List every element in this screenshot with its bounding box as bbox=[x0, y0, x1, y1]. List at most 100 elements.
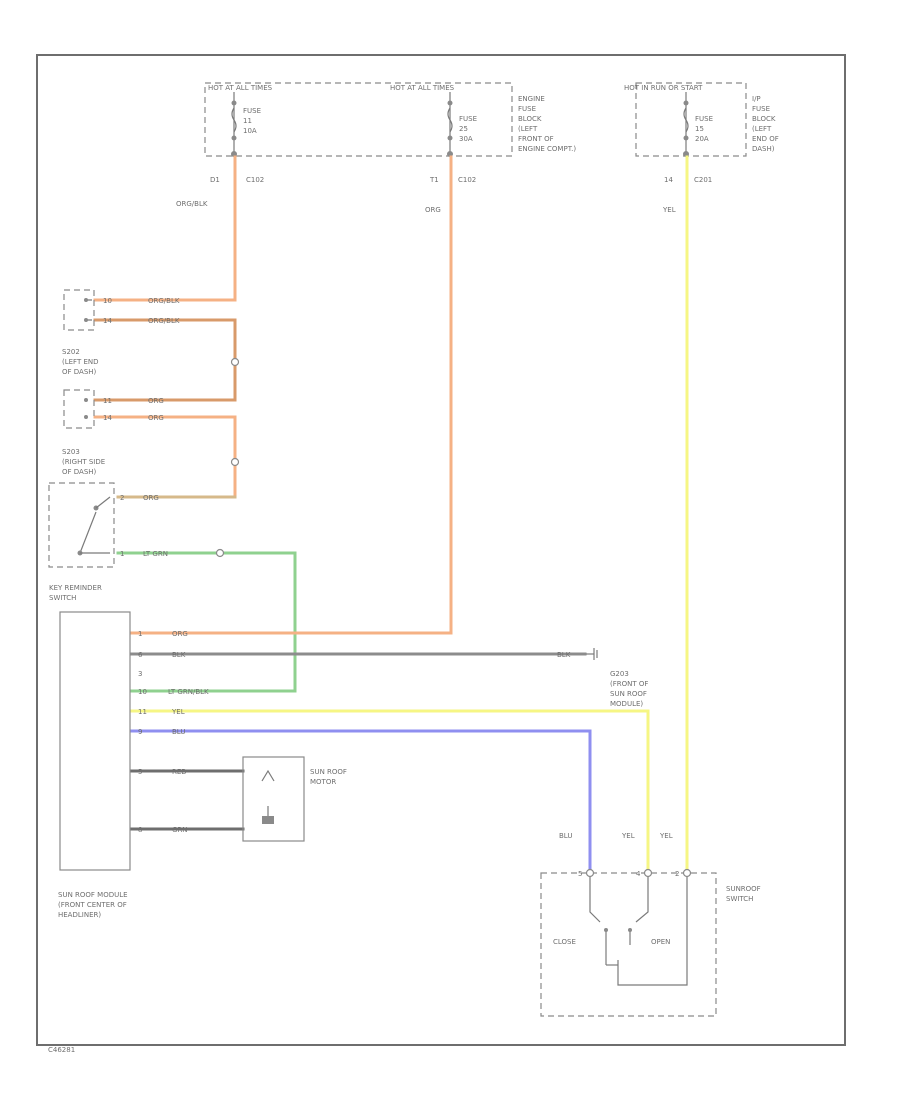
svg-text:SUNROOF: SUNROOF bbox=[726, 885, 761, 893]
svg-text:(LEFT: (LEFT bbox=[752, 125, 772, 133]
module-pin: 3 bbox=[138, 670, 142, 678]
module-wire: GRN bbox=[172, 826, 188, 834]
svg-text:SWITCH: SWITCH bbox=[49, 594, 76, 602]
module-wire-labels: ORG BLK LT GRN/BLK YEL BLU RED GRN bbox=[168, 630, 209, 834]
module-wire: LT GRN/BLK bbox=[168, 688, 209, 696]
c102-connector-1: C102 bbox=[246, 176, 264, 184]
fuse-25-number: 25 bbox=[459, 125, 468, 133]
s202-pin-14: 14 bbox=[103, 317, 112, 325]
s203-label: S203 (RIGHT SIDE OF DASH) bbox=[62, 448, 105, 476]
wire-org-blk-fuse11 bbox=[93, 155, 237, 302]
module-pin: 5 bbox=[138, 768, 142, 776]
s202-connector bbox=[63, 289, 95, 331]
wire-yel-module bbox=[130, 709, 650, 872]
sunroof-module bbox=[59, 611, 131, 871]
svg-text:END OF: END OF bbox=[752, 135, 779, 143]
c102-pin-t1: T1 bbox=[429, 176, 439, 184]
sunroof-switch-contacts bbox=[585, 868, 692, 986]
fuse-25-label: FUSE bbox=[459, 115, 477, 123]
module-pin-labels: 1 6 3 10 11 9 5 8 bbox=[138, 630, 147, 834]
fuse-11-label: FUSE bbox=[243, 107, 261, 115]
svg-text:(LEFT END: (LEFT END bbox=[62, 358, 99, 366]
svg-text:MOTOR: MOTOR bbox=[310, 778, 336, 786]
svg-text:DASH): DASH) bbox=[752, 145, 775, 153]
c201-connector: C201 bbox=[694, 176, 712, 184]
svg-text:(RIGHT SIDE: (RIGHT SIDE bbox=[62, 458, 105, 466]
svg-text:FUSE: FUSE bbox=[518, 105, 536, 113]
ground-icon bbox=[586, 648, 598, 660]
s202-wire-2: ORG/BLK bbox=[148, 317, 180, 325]
svg-text:(LEFT: (LEFT bbox=[518, 125, 538, 133]
module-pin: 8 bbox=[138, 826, 142, 834]
switch-pin-5: 5 bbox=[578, 870, 582, 878]
svg-text:HEADLINER): HEADLINER) bbox=[58, 911, 101, 919]
module-pin: 11 bbox=[138, 708, 147, 716]
svg-text:BLOCK: BLOCK bbox=[518, 115, 542, 123]
splice-green bbox=[215, 548, 225, 558]
diagram-border bbox=[36, 54, 846, 1046]
s202-pin-10: 10 bbox=[103, 297, 112, 305]
svg-text:SWITCH: SWITCH bbox=[726, 895, 753, 903]
s203-wire-1: ORG bbox=[148, 397, 164, 405]
wire-lt-grn bbox=[116, 551, 297, 693]
wire-org-blk-top-label: ORG/BLK bbox=[176, 200, 208, 208]
s202-label: S202 (LEFT END OF DASH) bbox=[62, 348, 99, 376]
fuse-15-number: 15 bbox=[695, 125, 704, 133]
switch-pin-2: 2 bbox=[675, 870, 679, 878]
module-pin: 10 bbox=[138, 688, 147, 696]
svg-text:I/P: I/P bbox=[752, 95, 761, 103]
wire-yel-bottom-label-1: YEL bbox=[621, 832, 635, 840]
wire-org-fuse25 bbox=[130, 155, 453, 635]
s202-wire-1: ORG/BLK bbox=[148, 297, 180, 305]
close-label: CLOSE bbox=[553, 938, 576, 946]
engine-fuse-block-label: ENGINE FUSE BLOCK (LEFT FRONT OF ENGINE … bbox=[518, 95, 576, 153]
s203-pin-14: 14 bbox=[103, 414, 112, 422]
key-wire-org: ORG bbox=[143, 494, 159, 502]
svg-text:G203: G203 bbox=[610, 670, 629, 678]
wire-yel-bottom-label-2: YEL bbox=[659, 832, 673, 840]
module-wire: YEL bbox=[171, 708, 185, 716]
fuse-11-number: 11 bbox=[243, 117, 252, 125]
svg-text:SUN ROOF: SUN ROOF bbox=[610, 690, 647, 698]
fuse-15-rating: 20A bbox=[695, 135, 709, 143]
hot-at-all-times-label-2: HOT AT ALL TIMES bbox=[390, 84, 455, 92]
module-pin: 6 bbox=[138, 651, 143, 659]
svg-text:FRONT OF: FRONT OF bbox=[518, 135, 554, 143]
ip-fuse-block bbox=[635, 82, 747, 157]
svg-text:S203: S203 bbox=[62, 448, 80, 456]
blk-ground-wire-label: BLK bbox=[557, 651, 571, 659]
s203-pin-11: 11 bbox=[103, 397, 112, 405]
module-pin: 1 bbox=[138, 630, 142, 638]
fuse-11-rating: 10A bbox=[243, 127, 257, 135]
svg-text:OF DASH): OF DASH) bbox=[62, 368, 97, 376]
svg-text:OF DASH): OF DASH) bbox=[62, 468, 97, 476]
engine-fuse-block bbox=[204, 82, 513, 157]
wire-org-top-label: ORG bbox=[425, 206, 441, 214]
sunroof-switch bbox=[540, 872, 717, 1017]
sunroof-switch-label: SUNROOF SWITCH bbox=[726, 885, 761, 903]
fuse-15-label: FUSE bbox=[695, 115, 713, 123]
key-reminder-switch bbox=[48, 482, 115, 568]
splice-s203 bbox=[230, 457, 240, 467]
module-wire: ORG bbox=[172, 630, 188, 638]
wire-blu bbox=[130, 729, 592, 872]
key-reminder-switch-label: KEY REMINDER SWITCH bbox=[49, 584, 102, 602]
svg-text:S202: S202 bbox=[62, 348, 80, 356]
svg-text:MODULE): MODULE) bbox=[610, 700, 643, 708]
svg-text:BLOCK: BLOCK bbox=[752, 115, 776, 123]
svg-text:KEY REMINDER: KEY REMINDER bbox=[49, 584, 102, 592]
module-wire: BLU bbox=[172, 728, 185, 736]
sunroof-motor bbox=[242, 756, 305, 842]
wire-org-blk-s202-s203 bbox=[93, 318, 237, 402]
switch-pin-4: 4 bbox=[636, 870, 641, 878]
key-wire-lt-grn: LT GRN bbox=[143, 550, 168, 558]
wire-yel-top-label: YEL bbox=[662, 206, 676, 214]
svg-text:SUN ROOF: SUN ROOF bbox=[310, 768, 347, 776]
s203-connector bbox=[63, 389, 95, 429]
module-wire: RED bbox=[172, 768, 187, 776]
ip-fuse-block-label: I/P FUSE BLOCK (LEFT END OF DASH) bbox=[752, 95, 779, 153]
g203-label: G203 (FRONT OF SUN ROOF MODULE) bbox=[610, 670, 648, 708]
s203-wire-2: ORG bbox=[148, 414, 164, 422]
sunroof-module-label: SUN ROOF MODULE (FRONT CENTER OF HEADLIN… bbox=[58, 891, 128, 919]
